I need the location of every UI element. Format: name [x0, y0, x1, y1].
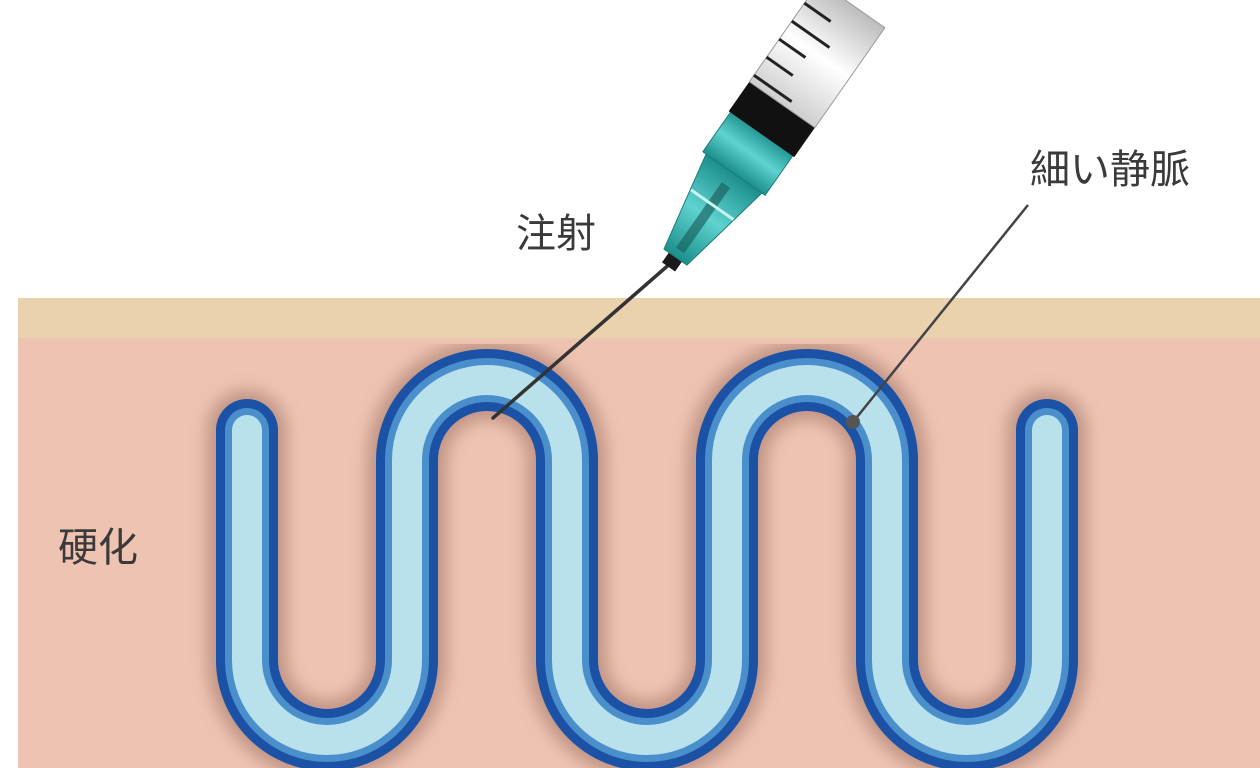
hardening-label: 硬化: [58, 528, 138, 568]
skin-surface-layer: [18, 298, 1260, 338]
thin-vein-label: 細い静脈: [1030, 150, 1190, 190]
vein-leader-dot: [846, 415, 860, 429]
injection-label: 注射: [516, 214, 596, 254]
